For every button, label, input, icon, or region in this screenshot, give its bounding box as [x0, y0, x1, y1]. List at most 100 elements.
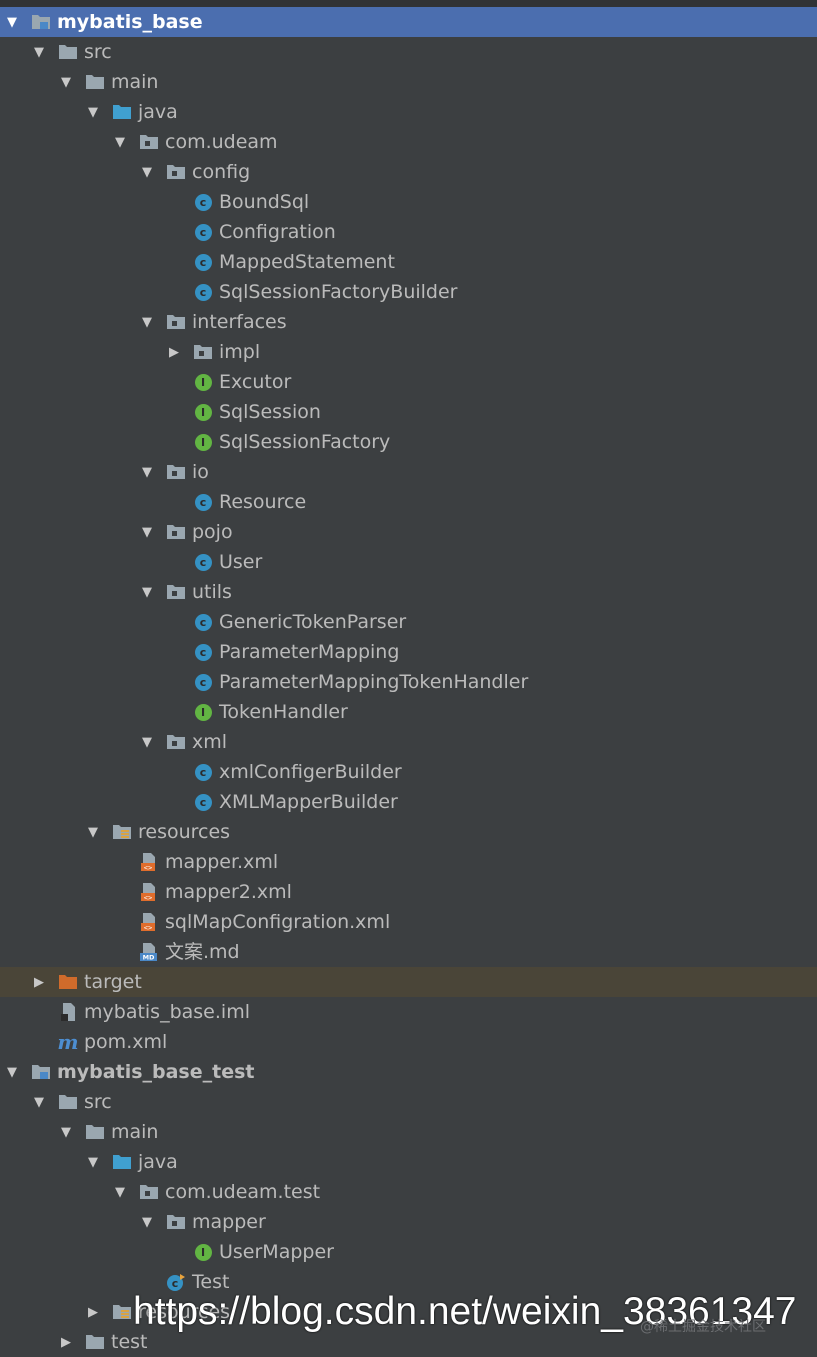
tree-item[interactable]: ▼src [0, 1087, 817, 1117]
tree-item[interactable]: ▼main [0, 67, 817, 97]
chevron-down-icon[interactable]: ▼ [88, 104, 98, 120]
chevron-down-icon[interactable]: ▼ [115, 1184, 125, 1200]
tree-item[interactable]: ▶ target [0, 967, 817, 997]
tree-item[interactable]: ▼io [0, 457, 817, 487]
tree-item[interactable]: ▼mybatis_base [0, 7, 817, 37]
chevron-down-icon[interactable]: ▼ [34, 1094, 44, 1110]
top-strip [0, 0, 817, 7]
tree-item[interactable]: ▼<>sqlMapConfigration.xml [0, 907, 817, 937]
tree-item-label: mapper2.xml [165, 881, 292, 903]
chevron-down-icon[interactable]: ▼ [142, 164, 152, 180]
chevron-down-icon[interactable]: ▼ [142, 464, 152, 480]
chevron-right-icon[interactable]: ▶ [88, 1304, 98, 1320]
chevron-down-icon[interactable]: ▼ [142, 734, 152, 750]
tree-item[interactable]: ▼<>mapper.xml [0, 847, 817, 877]
tree-item[interactable]: ▼com.udeam [0, 127, 817, 157]
chevron-right-icon[interactable]: ▶ [34, 974, 44, 990]
tree-item[interactable]: ▼resources [0, 817, 817, 847]
tree-item-label: 文案.md [165, 941, 240, 963]
xml-file-icon: <> [139, 853, 159, 871]
chevron-down-icon[interactable]: ▼ [7, 14, 17, 30]
tree-item[interactable]: ▼utils [0, 577, 817, 607]
watermark-url: https://blog.csdn.net/weixin_38361347 [133, 1290, 797, 1333]
package-icon [166, 463, 186, 481]
chevron-right-icon[interactable]: ▶ [61, 1334, 71, 1350]
tree-item-label: mapper.xml [165, 851, 279, 873]
tree-item[interactable]: ▼ mapper [0, 1207, 817, 1237]
tree-item-label: pojo [192, 521, 233, 543]
tree-item-label: mapper [192, 1211, 266, 1233]
tree-item[interactable]: ▶impl [0, 337, 817, 367]
chevron-down-icon[interactable]: ▼ [88, 1154, 98, 1170]
tree-item[interactable]: ▼com.udeam.test [0, 1177, 817, 1207]
folder-icon [85, 1333, 105, 1351]
chevron-down-icon[interactable]: ▼ [142, 1214, 152, 1230]
chevron-down-icon[interactable]: ▼ [34, 44, 44, 60]
interface-icon: I [193, 1243, 213, 1261]
project-tree[interactable]: ▼mybatis_base▼src▼main▼java▼com.udeam▼co… [0, 7, 817, 1357]
folder-icon [85, 73, 105, 91]
tree-item-label: interfaces [192, 311, 287, 333]
tree-item-label: config [192, 161, 251, 183]
chevron-right-icon[interactable]: ▶ [169, 344, 179, 360]
tree-item-label: ParameterMapping [219, 641, 400, 663]
tree-item[interactable]: ▼ pojo [0, 517, 817, 547]
tree-item-label: main [111, 1121, 159, 1143]
chevron-down-icon[interactable]: ▼ [61, 74, 71, 90]
svg-text:c: c [172, 1277, 179, 1290]
tree-item[interactable]: ▼mybatis_base_test [0, 1057, 817, 1087]
tree-item[interactable]: ▼ interfaces [0, 307, 817, 337]
svg-text:<>: <> [144, 924, 152, 931]
svg-text:<>: <> [144, 864, 152, 871]
tree-item-label: target [84, 971, 142, 993]
chevron-down-icon[interactable]: ▼ [61, 1124, 71, 1140]
chevron-down-icon[interactable]: ▼ [115, 134, 125, 150]
tree-item[interactable]: ▼ xml [0, 727, 817, 757]
tree-item-label: ParameterMappingTokenHandler [219, 671, 529, 693]
tree-item[interactable]: ▼java [0, 1147, 817, 1177]
chevron-down-icon[interactable]: ▼ [7, 1064, 17, 1080]
tree-item-label: UserMapper [219, 1241, 334, 1263]
tree-item-label: XMLMapperBuilder [219, 791, 398, 813]
tree-item[interactable]: ▼<>mapper2.xml [0, 877, 817, 907]
package-icon [166, 583, 186, 601]
tree-item[interactable]: ▼ main [0, 1117, 817, 1147]
iml-file-icon [58, 1003, 78, 1021]
chevron-down-icon[interactable]: ▼ [142, 314, 152, 330]
tree-item[interactable]: ▼src [0, 37, 817, 67]
chevron-down-icon[interactable]: ▼ [142, 524, 152, 540]
tree-item-label: TokenHandler [219, 701, 348, 723]
tree-item-label: Configration [219, 221, 336, 243]
chevron-down-icon[interactable]: ▼ [142, 584, 152, 600]
chevron-down-icon[interactable]: ▼ [88, 824, 98, 840]
class-icon: c [193, 553, 213, 571]
tree-item-label: xml [192, 731, 228, 753]
tree-item[interactable]: ▼java [0, 97, 817, 127]
tree-item[interactable]: ▼mybatis_base.iml [0, 997, 817, 1027]
watermark-site: @稀土掘金技术社区 [640, 1319, 766, 1335]
interface-icon: I [193, 403, 213, 421]
class-icon: c [193, 283, 213, 301]
folder-icon [58, 43, 78, 61]
tree-item[interactable]: ▶resources [0, 1297, 817, 1327]
tree-item[interactable]: ▼ config [0, 157, 817, 187]
